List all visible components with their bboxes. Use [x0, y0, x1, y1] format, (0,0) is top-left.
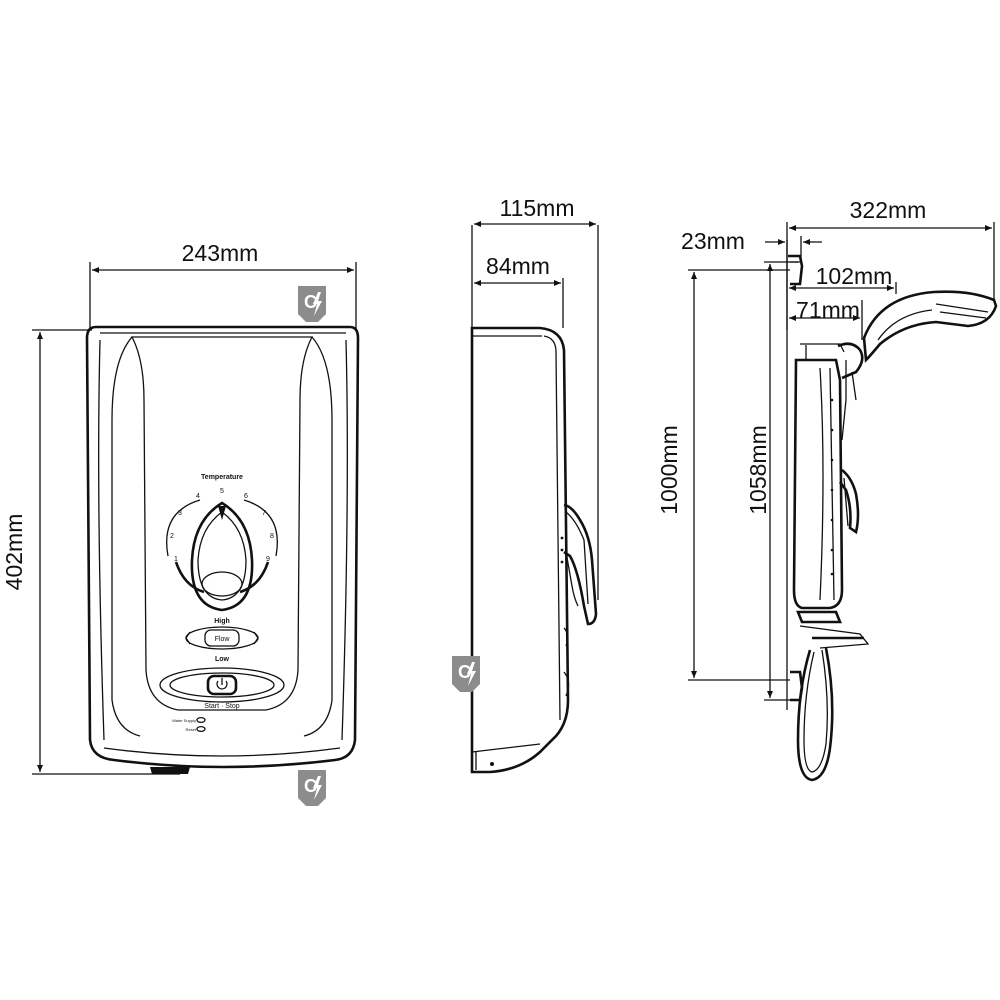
side-depth-label: 115mm [500, 195, 575, 221]
temperature-label: Temperature [201, 474, 243, 481]
shower-hose [796, 647, 834, 782]
c-lightning-badge-icon [298, 286, 326, 322]
temperature-knob[interactable] [190, 501, 254, 612]
dial-numbers: 1 2 3 4 5 6 7 8 9 [170, 488, 274, 563]
side-view: 115mm 84mm [452, 195, 599, 774]
dial-number: 1 [174, 556, 178, 563]
flow-high-label: High [214, 618, 230, 625]
side-dial-profile [563, 503, 598, 626]
flow-control[interactable]: Flow [185, 626, 259, 650]
c-lightning-badge-icon [298, 770, 326, 806]
dial-number: 6 [244, 493, 248, 500]
side-casing [470, 326, 570, 774]
c-lightning-badge-icon [452, 656, 480, 692]
kit-rail-offset-label: 102mm [816, 263, 893, 289]
front-view: 243mm 402mm Temperature [1, 240, 360, 806]
reset-button[interactable] [196, 725, 206, 733]
dial-number: 5 [220, 488, 224, 495]
dial-number: 8 [270, 533, 274, 540]
shower-head[interactable] [862, 290, 998, 363]
start-stop-button[interactable] [159, 667, 285, 703]
dial-number: 3 [178, 510, 182, 517]
riser-rail [792, 358, 844, 610]
front-casing [85, 325, 360, 769]
flow-label: Flow [215, 636, 231, 643]
power-icon [216, 678, 228, 690]
kit-rail-depth-label: 71mm [796, 297, 860, 323]
front-width-label: 243mm [182, 240, 259, 266]
side-inner-depth-label: 84mm [486, 253, 550, 279]
shower-kit-view: 322mm 23mm 102mm 71mm 1000mm 1058mm [656, 197, 998, 782]
dial-number: 2 [170, 533, 174, 540]
handset-holder[interactable] [837, 342, 864, 380]
kit-bracket-offset-label: 23mm [681, 228, 745, 254]
kit-overall-height-label: 1058mm [745, 425, 771, 514]
indicator-water-supply-label: Water Supply [172, 718, 196, 723]
temperature-dial[interactable] [166, 499, 278, 612]
front-height-label: 402mm [1, 514, 27, 591]
indicator-reset-label: Reset [186, 727, 197, 732]
soap-dish [796, 610, 842, 624]
dial-number: 4 [196, 493, 200, 500]
flow-low-label: Low [215, 656, 230, 663]
water-supply-led [196, 716, 206, 724]
kit-rail-length-label: 1000mm [656, 425, 682, 514]
kit-total-depth-label: 322mm [850, 197, 927, 223]
control-panel [130, 336, 314, 711]
rail-clip[interactable] [838, 468, 860, 535]
start-stop-label: Start · Stop [204, 703, 240, 710]
dial-number: 7 [262, 510, 266, 517]
top-bracket [788, 254, 804, 286]
dial-number: 9 [266, 556, 270, 563]
